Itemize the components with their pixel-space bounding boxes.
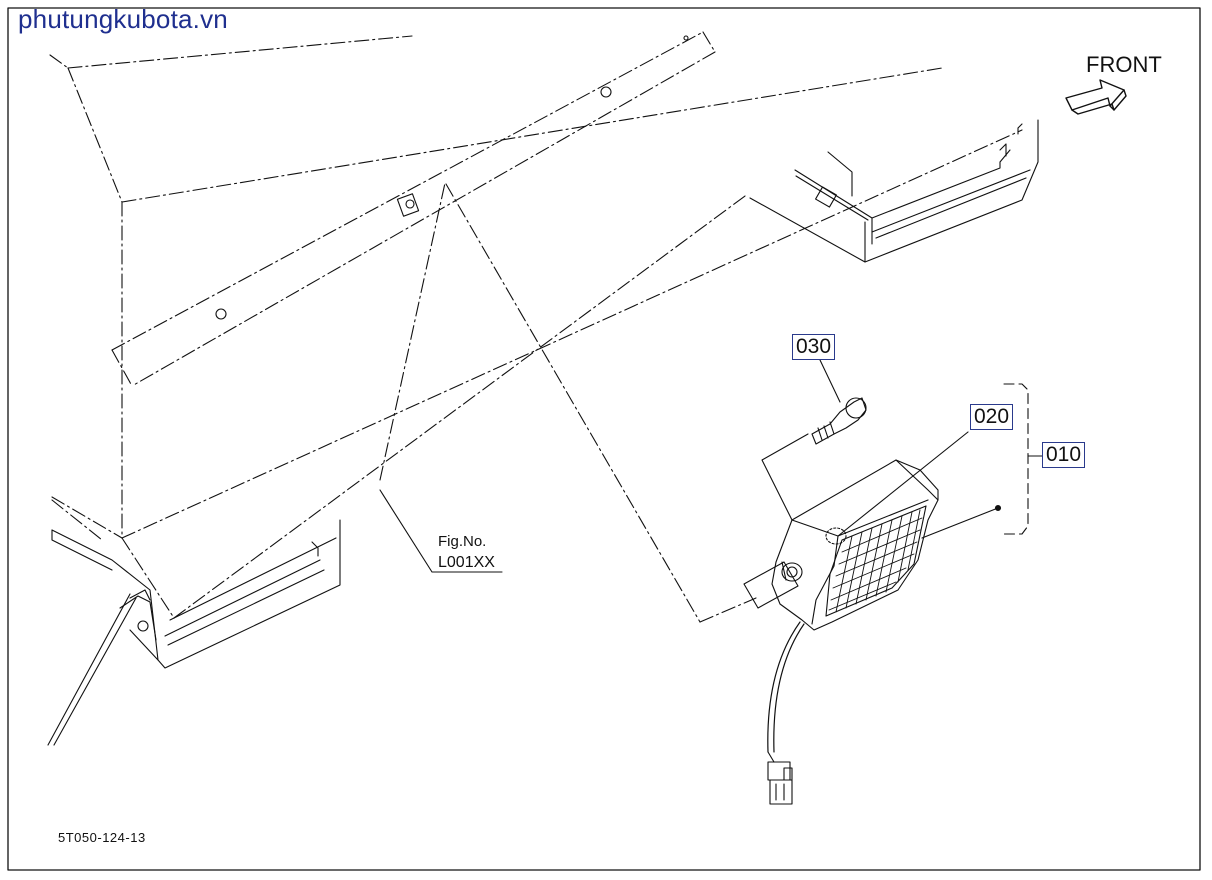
callout-010[interactable]: 010 — [1042, 442, 1086, 468]
lamp-lens-grid — [828, 509, 923, 613]
right-housing — [749, 119, 1039, 263]
bolt-part — [811, 397, 867, 445]
lead-line — [47, 593, 131, 746]
site-watermark: phutungkubota.vn — [18, 4, 228, 34]
mounting-hole — [600, 86, 612, 98]
assembly-guide — [761, 433, 809, 521]
fig-leader — [379, 489, 503, 573]
front-arrow-icon — [1065, 79, 1127, 115]
callout-030[interactable]: 030 — [792, 334, 836, 360]
mounting-hole — [683, 35, 689, 41]
callout-010-leader — [921, 507, 999, 539]
bracket-tab — [396, 193, 420, 217]
frame-border — [7, 7, 1201, 871]
work-lamp — [743, 459, 939, 805]
callout-030-leader — [819, 359, 841, 403]
diagram-id: 5T050-124-13 — [58, 830, 146, 845]
front-label: FRONT — [1086, 52, 1162, 77]
callout-020-leader — [837, 431, 969, 537]
left-housing — [51, 519, 341, 669]
fig-no-value[interactable]: L001XX — [438, 554, 495, 571]
fig-no-label: Fig.No. — [438, 533, 487, 550]
mounting-hole — [215, 308, 227, 320]
cab-outline — [49, 31, 1023, 623]
callout-010-bracket — [1003, 383, 1029, 535]
callout-020[interactable]: 020 — [970, 404, 1014, 430]
